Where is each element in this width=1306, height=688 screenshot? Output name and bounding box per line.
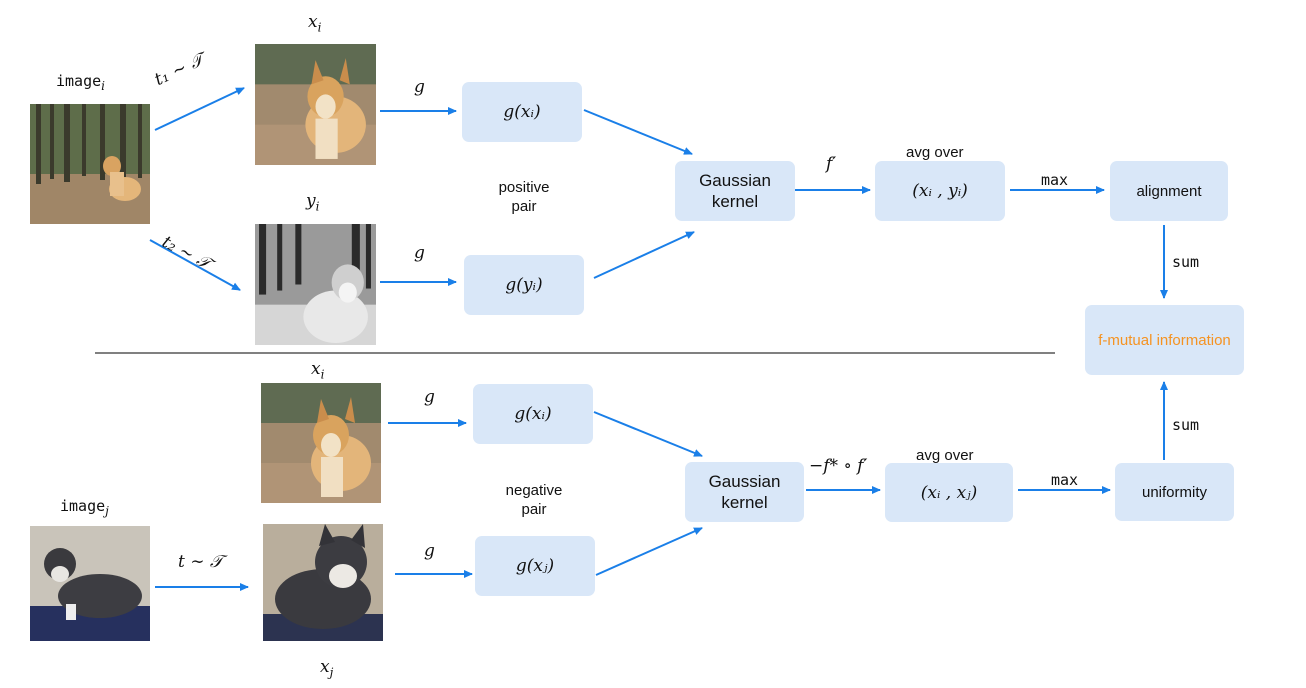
arrow-gxj-kernel-bottom [595, 527, 703, 576]
arrow-gyi-kernel-top [593, 231, 695, 279]
avg-over-label-bottom: avg over [916, 447, 974, 464]
neg-f-star-label: −f* ∘ f′ [809, 456, 868, 476]
g-label-top-2: g [414, 243, 425, 263]
xi-label-bottom: xi [311, 359, 325, 382]
arrow-t2 [149, 239, 241, 291]
uniformity-node: uniformity [1115, 463, 1234, 521]
g-label-bottom-2: g [424, 541, 435, 561]
xj-cat-image [263, 524, 383, 641]
sum-label-bottom: sum [1172, 416, 1200, 434]
g-xi-node-top: g(xᵢ) [462, 82, 582, 142]
alignment-node: alignment [1110, 161, 1228, 221]
source-dog-image [30, 104, 150, 224]
xi-dog-image [255, 44, 376, 165]
xj-label: xj [320, 657, 334, 680]
g-label-top-1: g [414, 77, 425, 97]
image-i-label: imagei [56, 72, 105, 93]
arrow-t1 [154, 87, 245, 131]
avg-over-label-top: avg over [906, 144, 964, 161]
g-xj-node: g(xⱼ) [475, 536, 595, 596]
g-xi-node-bottom: g(xᵢ) [473, 384, 593, 444]
arrow-gxi-kernel-top [583, 109, 693, 155]
f-prime-label: f′ [826, 154, 837, 174]
image-j-label: imagej [60, 497, 109, 518]
g-label-bottom-1: g [424, 387, 435, 407]
arrow-gxi-kernel-bottom [593, 411, 703, 457]
source-cat-image [30, 526, 150, 641]
f-mutual-information-node: f-mutual information [1085, 305, 1244, 375]
sum-label-top: sum [1172, 253, 1200, 271]
g-yi-node: g(yᵢ) [464, 255, 584, 315]
yi-label: yi [306, 191, 320, 214]
t-label-bottom: t ∼ 𝒯 [178, 552, 223, 572]
avg-pair-node-top: (xᵢ , yᵢ) [875, 161, 1005, 221]
xi-dog-image-bottom [261, 383, 381, 503]
yi-dog-gray-image [255, 224, 376, 345]
avg-pair-node-bottom: (xᵢ , xⱼ) [885, 463, 1013, 522]
xi-label-top: xi [308, 12, 322, 35]
max-label-bottom: max [1051, 471, 1079, 489]
max-label-top: max [1041, 171, 1069, 189]
